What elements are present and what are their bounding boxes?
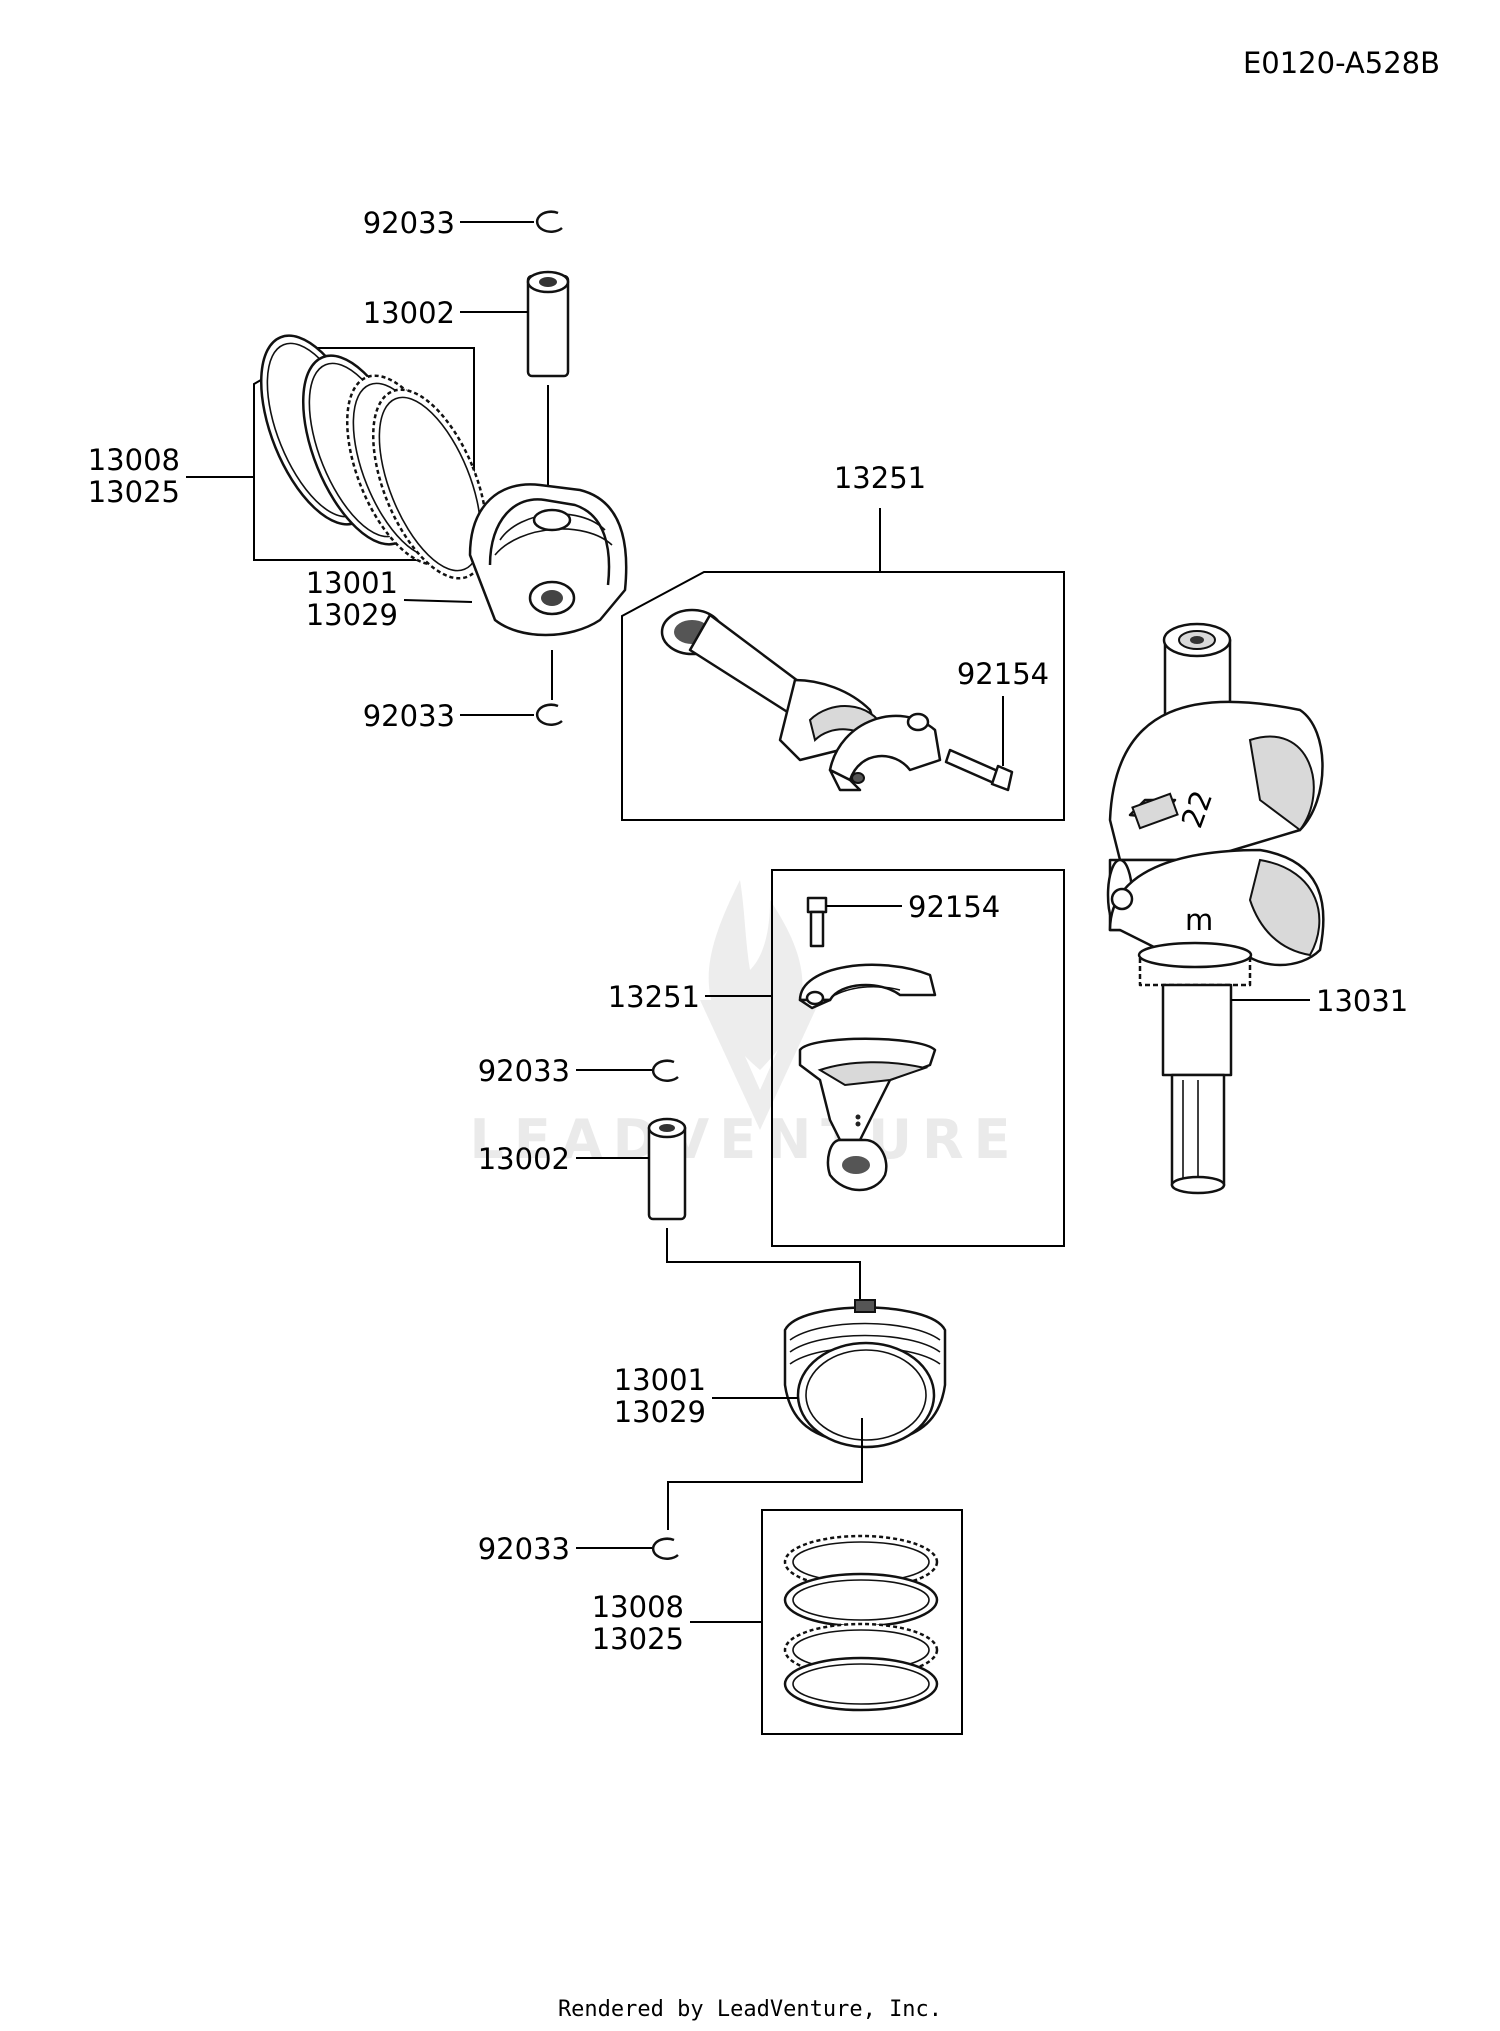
callout-92033-bottom-b[interactable]: 92033 <box>478 1532 570 1566</box>
callout-13025-top[interactable]: 13025 <box>88 475 180 509</box>
callout-13002-bottom[interactable]: 13002 <box>478 1142 570 1176</box>
callout-92033-bottom-a[interactable]: 92033 <box>478 1054 570 1088</box>
callout-13002-top[interactable]: 13002 <box>363 296 455 330</box>
connecting-rod-top-box[interactable] <box>621 508 1065 821</box>
callout-13029-top[interactable]: 13029 <box>306 598 398 632</box>
circlip-bottom-b[interactable] <box>576 1537 679 1560</box>
circlip-bottom-a[interactable] <box>576 1059 679 1082</box>
piston-top[interactable] <box>403 483 628 700</box>
circlip-top-b[interactable] <box>460 703 563 726</box>
connecting-rod-bottom-box[interactable] <box>705 869 1065 1247</box>
watermark: LEADVENTURE <box>470 880 1021 1171</box>
piston-pin-top[interactable] <box>460 270 570 500</box>
piston-rings-top-box[interactable] <box>186 320 510 594</box>
conrod-bolt-bottom[interactable] <box>806 896 902 948</box>
callout-13251-bottom[interactable]: 13251 <box>608 980 700 1014</box>
crank-marking-lower: m <box>1185 903 1213 937</box>
diagram-ref-code: E0120-A528B <box>1243 46 1440 80</box>
footer-credit: Rendered by LeadVenture, Inc. <box>558 1997 942 2022</box>
callout-13001-bottom[interactable]: 13001 <box>614 1363 706 1397</box>
watermark-text: LEADVENTURE <box>470 1108 1021 1171</box>
callout-92033-top-b[interactable]: 92033 <box>363 699 455 733</box>
callout-13008-top[interactable]: 13008 <box>88 443 180 477</box>
conrod-bolt-top[interactable] <box>944 696 1014 792</box>
callout-92154-bottom[interactable]: 92154 <box>908 890 1000 924</box>
piston-pin-bottom[interactable] <box>576 1117 861 1302</box>
piston-rings-bottom-box[interactable] <box>690 1509 963 1735</box>
crankshaft[interactable]: 22 m <box>1106 622 1325 1195</box>
callout-13008-bottom[interactable]: 13008 <box>592 1590 684 1624</box>
piston-bottom[interactable] <box>667 1299 947 1530</box>
callout-92154-top[interactable]: 92154 <box>957 657 1049 691</box>
callout-13001-top[interactable]: 13001 <box>306 566 398 600</box>
callout-13025-bottom[interactable]: 13025 <box>592 1622 684 1656</box>
callout-92033-top-a[interactable]: 92033 <box>363 206 455 240</box>
callout-13251-top[interactable]: 13251 <box>834 461 926 495</box>
callout-13031[interactable]: 13031 <box>1316 984 1408 1018</box>
circlip-top-a[interactable] <box>460 210 563 233</box>
callout-13029-bottom[interactable]: 13029 <box>614 1395 706 1429</box>
